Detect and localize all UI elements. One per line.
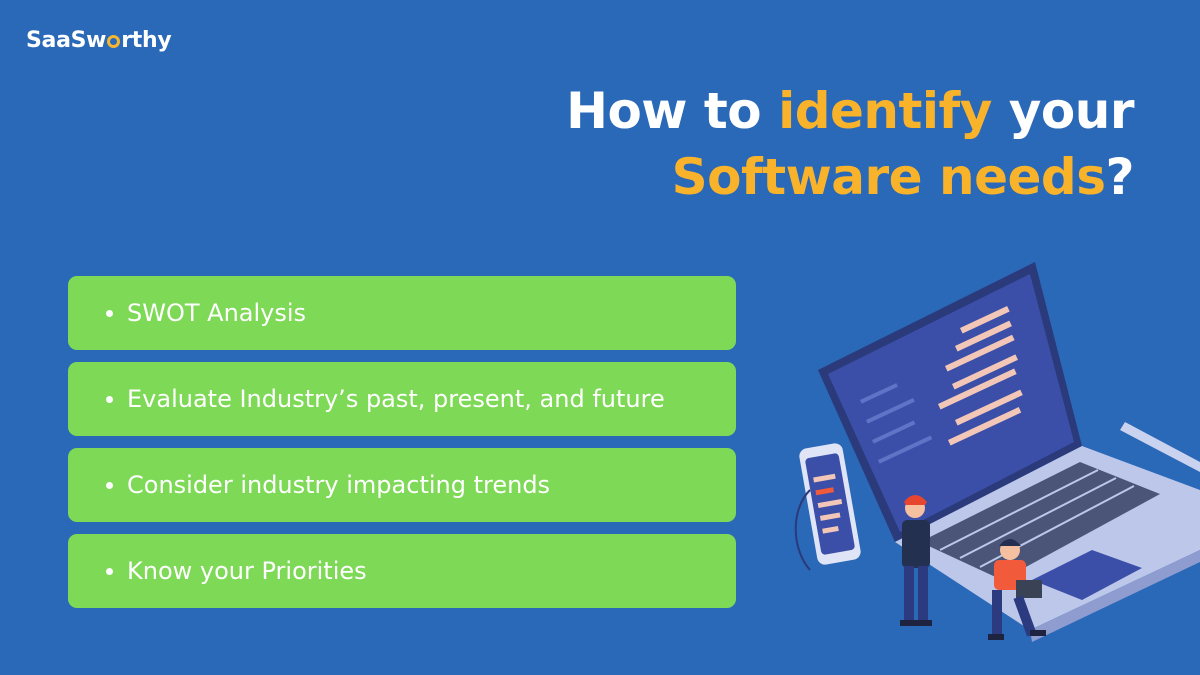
bullet-icon	[106, 395, 113, 403]
laptop-icon	[818, 262, 1200, 642]
bullet-icon	[106, 567, 113, 575]
title-text: your	[991, 82, 1135, 140]
laptop-with-phone-and-people-illustration-icon	[794, 262, 1200, 642]
brand-logo: SaaSw rthy	[26, 28, 172, 53]
pen-icon	[1120, 422, 1200, 472]
list-item-label: Know your Priorities	[127, 557, 367, 585]
brand-logo-o-icon	[107, 35, 121, 48]
brand-logo-text-end: rthy	[121, 28, 172, 53]
list-item-label: SWOT Analysis	[127, 299, 307, 327]
person-sitting-icon	[988, 539, 1046, 640]
phone-icon	[794, 443, 861, 571]
list-item: Know your Priorities	[68, 534, 736, 608]
title-highlight: identify	[778, 82, 992, 140]
list-item: Evaluate Industry’s past, present, and f…	[68, 362, 736, 436]
list-item-label: Evaluate Industry’s past, present, and f…	[127, 385, 665, 413]
person-standing-icon	[900, 495, 932, 626]
list-item: SWOT Analysis	[68, 276, 736, 350]
title-line-1: How to identify your	[566, 78, 1134, 144]
title-highlight: Software needs	[671, 148, 1106, 206]
bullet-icon	[106, 309, 113, 317]
brand-logo-text-start: SaaSw	[26, 28, 107, 53]
title-line-2: Software needs?	[566, 144, 1135, 210]
list-item: Consider industry impacting trends	[68, 448, 736, 522]
list-item-label: Consider industry impacting trends	[127, 471, 551, 499]
title-text: ?	[1105, 148, 1134, 206]
page-title: How to identify your Software needs?	[566, 78, 1134, 210]
title-text: How to	[566, 82, 779, 140]
bullet-icon	[106, 481, 113, 489]
steps-list: SWOT Analysis Evaluate Industry’s past, …	[68, 276, 736, 620]
